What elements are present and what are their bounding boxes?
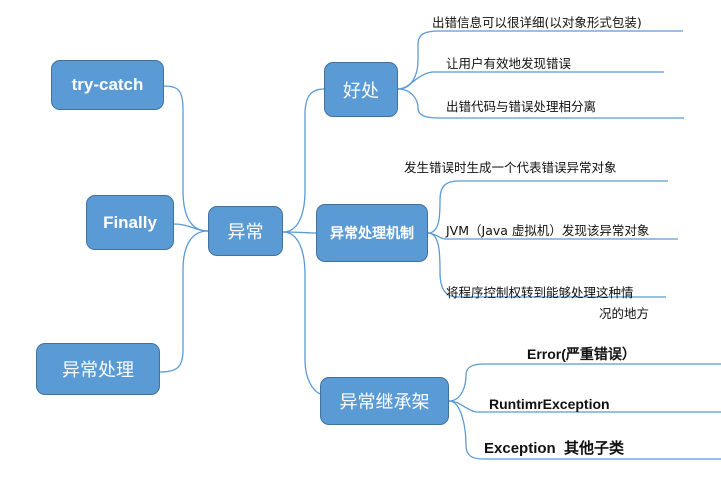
link-root-trycatch — [163, 85, 209, 232]
node-hierarchy: 异常继承架 — [320, 377, 449, 425]
leaf-mechanism-2: JVM（Java 虚拟机）发现该异常对象 — [446, 223, 650, 238]
link-root-benefits — [282, 88, 325, 233]
node-benefits: 好处 — [324, 62, 398, 117]
link-hierarchy-3 — [448, 400, 721, 460]
leaf-benefit-3: 出错代码与错误处理相分离 — [446, 99, 597, 114]
link-root-handling — [159, 230, 209, 373]
node-exception-root: 异常 — [208, 206, 283, 256]
link-hierarchy-1 — [448, 363, 721, 402]
node-finally: Finally — [86, 195, 174, 250]
leaf-hierarchy-exception: Exception 其他子类 — [484, 440, 625, 457]
link-mechanism-1 — [427, 180, 668, 234]
leaf-mechanism-1: 发生错误时生成一个代表错误异常对象 — [404, 160, 617, 175]
link-benefits-3 — [397, 88, 684, 119]
node-exception-handling: 异常处理 — [36, 343, 160, 395]
leaf-hierarchy-runtime: RuntimrException — [489, 396, 610, 412]
link-mechanism-3 — [427, 232, 666, 298]
link-benefits-2 — [397, 71, 664, 90]
node-mechanism: 异常处理机制 — [316, 204, 428, 262]
leaf-mechanism-3b: 况的地方 — [599, 306, 650, 321]
leaf-benefit-2: 让用户有效地发现错误 — [446, 56, 572, 71]
leaf-benefit-1: 出错信息可以很详细(以对象形式包装) — [432, 15, 642, 30]
link-root-hierarchy — [282, 231, 321, 395]
node-try-catch: try-catch — [51, 60, 164, 110]
leaf-hierarchy-error: Error(严重错误） — [527, 346, 636, 362]
leaf-mechanism-3a: 将程序控制权转到能够处理这种情 — [446, 285, 634, 300]
link-root-finally — [173, 223, 209, 232]
